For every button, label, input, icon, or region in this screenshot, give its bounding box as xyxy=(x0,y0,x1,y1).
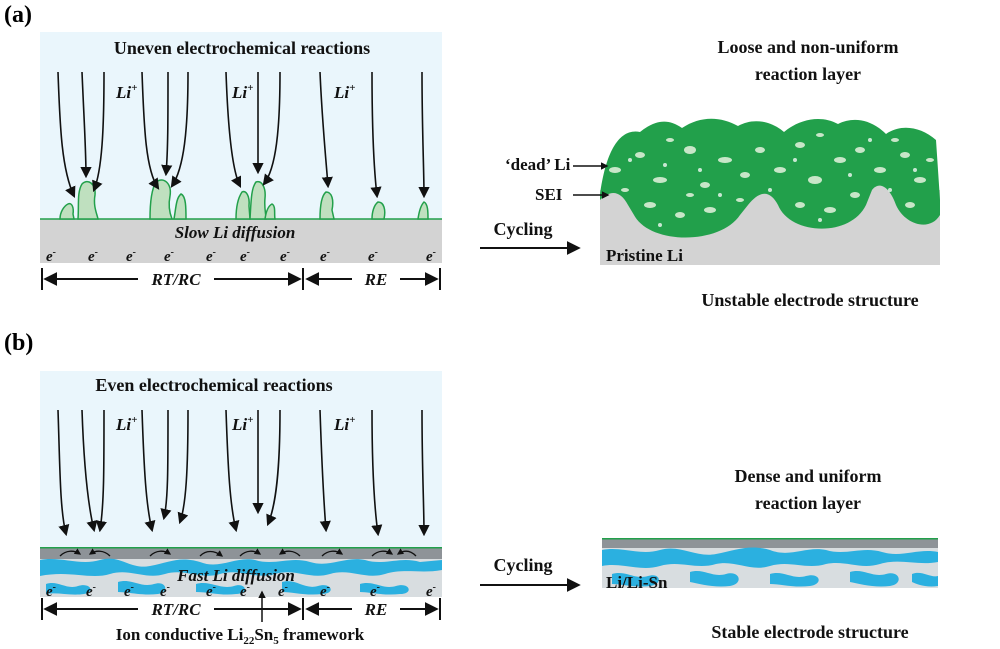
framework-label: Ion conductive Li22Sn5 framework xyxy=(116,625,365,647)
lateral-diffusion-arrows xyxy=(59,548,417,557)
electrolyte-region-b xyxy=(40,371,442,549)
li-charge: + xyxy=(131,414,137,426)
result-title-a-line2: reaction layer xyxy=(755,64,861,84)
svg-text:e-: e- xyxy=(240,247,250,265)
svg-text:Li+: Li+ xyxy=(115,414,137,434)
re-label-b: RE xyxy=(364,600,388,619)
li-charge: + xyxy=(247,82,253,94)
svg-text:e-: e- xyxy=(426,582,436,600)
li-ion-label: Li xyxy=(231,83,247,102)
svg-text:e-: e- xyxy=(320,582,330,600)
svg-text:Li+: Li+ xyxy=(333,414,355,434)
li-charge: + xyxy=(247,414,253,426)
cycling-label-a: Cycling xyxy=(493,219,552,239)
li-ion-label: Li xyxy=(231,415,247,434)
region-dimension-a xyxy=(41,268,441,290)
region-dimension-b xyxy=(41,598,441,620)
svg-text:e-: e- xyxy=(124,582,134,600)
panel-b-title: Even electrochemical reactions xyxy=(95,375,332,395)
svg-text:Li+: Li+ xyxy=(115,82,137,102)
reaction-layer-dense xyxy=(602,538,938,588)
svg-text:e-: e- xyxy=(46,247,56,265)
pristine-li-label: Pristine Li xyxy=(606,246,683,265)
sei-label: SEI xyxy=(535,185,563,204)
electron-labels-b: e- e- e- e- e- e- e- e- e- e- xyxy=(46,582,436,600)
svg-text:Li+: Li+ xyxy=(231,414,253,434)
li-ion-label: Li xyxy=(115,83,131,102)
result-title-b-line1: Dense and uniform xyxy=(734,466,881,486)
electron-labels-a: e- e- e- e- e- e- e- e- e- e- xyxy=(46,247,436,265)
svg-text:e-: e- xyxy=(126,247,136,265)
svg-text:e-: e- xyxy=(278,582,288,600)
svg-text:e-: e- xyxy=(46,582,56,600)
svg-text:e-: e- xyxy=(164,247,174,265)
li-charge: + xyxy=(131,82,137,94)
li-flux-arrows-b xyxy=(57,409,430,537)
reaction-layer-loose xyxy=(600,118,940,265)
rtrc-label-b: RT/RC xyxy=(150,600,201,619)
result-title-b-line2: reaction layer xyxy=(755,493,861,513)
svg-text:e-: e- xyxy=(426,247,436,265)
svg-text:e-: e- xyxy=(88,247,98,265)
panel-b-tag: (b) xyxy=(4,330,33,356)
svg-text:e-: e- xyxy=(320,247,330,265)
svg-text:e-: e- xyxy=(280,247,290,265)
re-label-a: RE xyxy=(364,270,388,289)
li-ion-label: Li xyxy=(333,83,349,102)
result-title-a-line1: Loose and non-uniform xyxy=(717,37,898,57)
cycling-label-b: Cycling xyxy=(493,555,552,575)
caption-b: Stable electrode structure xyxy=(711,622,908,642)
panel-a-title: Uneven electrochemical reactions xyxy=(114,38,370,58)
svg-text:e-: e- xyxy=(368,247,378,265)
dead-li-label: ‘dead’ Li xyxy=(505,155,571,174)
li-ion-labels-a: Li+ Li+ Li+ xyxy=(115,82,355,102)
rtrc-label-a: RT/RC xyxy=(150,270,201,289)
li-ion-label: Li xyxy=(115,415,131,434)
li-flux-arrows-a xyxy=(57,71,430,199)
svg-text:e-: e- xyxy=(206,582,216,600)
li-charge: + xyxy=(349,82,355,94)
svg-text:e-: e- xyxy=(86,582,96,600)
svg-text:e-: e- xyxy=(240,582,250,600)
svg-text:Li+: Li+ xyxy=(231,82,253,102)
caption-a: Unstable electrode structure xyxy=(701,290,918,310)
svg-text:Li+: Li+ xyxy=(333,82,355,102)
lithium-substrate-a xyxy=(40,219,442,263)
fast-diffusion-label: Fast Li diffusion xyxy=(176,566,295,585)
li-ion-label: Li xyxy=(333,415,349,434)
panel-a-tag: (a) xyxy=(4,2,32,28)
slow-diffusion-label: Slow Li diffusion xyxy=(175,223,296,242)
svg-text:e-: e- xyxy=(160,582,170,600)
svg-text:e-: e- xyxy=(370,582,380,600)
svg-text:e-: e- xyxy=(206,247,216,265)
li-ion-labels-b: Li+ Li+ Li+ xyxy=(115,414,355,434)
lisn-label: Li/Li-Sn xyxy=(606,573,668,592)
li-charge: + xyxy=(349,414,355,426)
